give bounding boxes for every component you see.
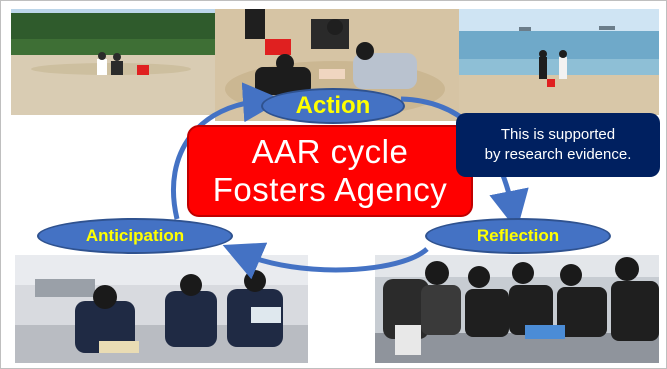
callout-line1: This is supported xyxy=(500,126,616,143)
photo-students-lab-work xyxy=(375,255,659,363)
stage-anticipation: Anticipation xyxy=(37,218,233,254)
stage-action-label: Action xyxy=(295,92,371,119)
research-callout: This is supported by research evidence. xyxy=(456,113,660,177)
callout-line2: by research evidence. xyxy=(484,146,632,163)
aar-cycle-box: AAR cycle Fosters Agency xyxy=(187,125,473,217)
cycle-title-line2: Fosters Agency xyxy=(212,171,448,208)
stage-reflection-label: Reflection xyxy=(476,226,560,245)
stage-action: Action xyxy=(261,88,405,124)
stage-anticipation-label: Anticipation xyxy=(85,226,185,245)
photo-students-reading-classroom xyxy=(15,255,308,363)
cycle-title-line1: AAR cycle xyxy=(251,133,409,170)
stage-reflection: Reflection xyxy=(425,218,611,254)
photo-students-walking-shore xyxy=(459,9,659,115)
photo-students-sampling-sand xyxy=(11,9,215,115)
